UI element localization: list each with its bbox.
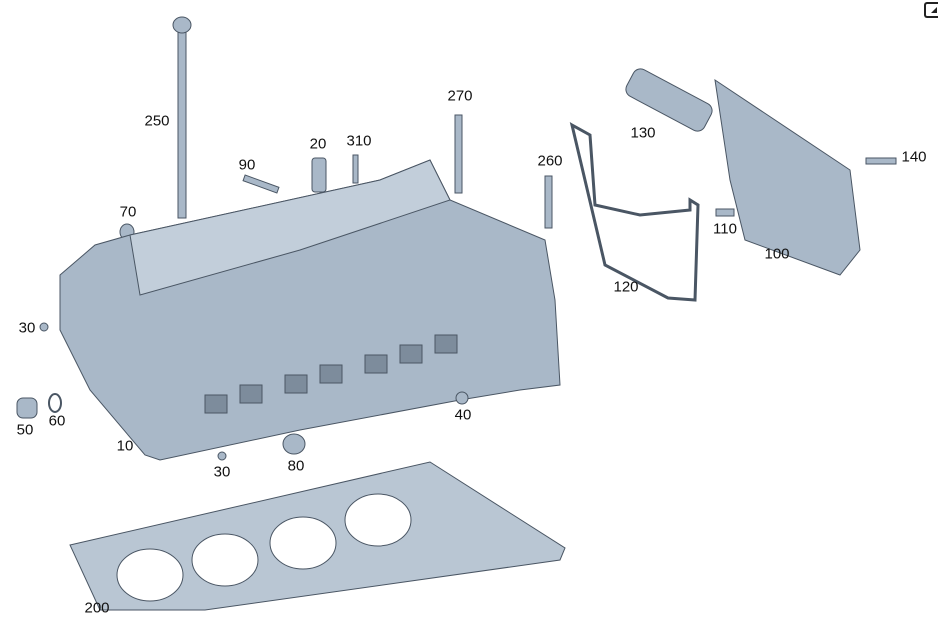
callout-140[interactable]: 140 [901,148,927,166]
callout-30a[interactable]: 30 [18,319,36,337]
part-310[interactable] [352,154,359,184]
callout-50[interactable]: 50 [16,421,34,439]
part-40[interactable] [455,391,469,405]
callout-250[interactable]: 250 [144,112,170,130]
part-140[interactable] [865,157,897,165]
part-120-gasket[interactable] [569,122,700,302]
callout-260[interactable]: 260 [537,152,563,170]
callout-70[interactable]: 70 [119,203,137,221]
expand-icon[interactable] [924,2,938,18]
part-80[interactable] [282,433,306,455]
part-20[interactable] [311,157,327,193]
part-60[interactable] [48,393,62,413]
part-260[interactable] [544,175,553,229]
callout-30b[interactable]: 30 [213,463,231,481]
part-270[interactable] [454,114,463,194]
callout-10[interactable]: 10 [116,437,134,455]
part-250-bolt[interactable] [177,29,187,219]
part-100-cover[interactable] [714,78,861,276]
callout-200[interactable]: 200 [84,599,110,617]
callout-110[interactable]: 110 [713,220,737,238]
callout-310[interactable]: 310 [346,132,372,150]
part-110[interactable] [715,208,735,217]
callout-20[interactable]: 20 [309,135,327,153]
part-130[interactable] [623,66,715,134]
callout-80[interactable]: 80 [287,457,305,475]
callout-100[interactable]: 100 [764,245,790,263]
callout-40[interactable]: 40 [454,406,472,424]
callout-60[interactable]: 60 [48,412,66,430]
callout-120[interactable]: 120 [613,278,639,296]
callout-90[interactable]: 90 [238,156,256,174]
part-90[interactable] [242,174,280,194]
part-50[interactable] [16,397,38,419]
part-30a[interactable] [39,322,49,332]
part-250-head[interactable] [172,16,192,34]
callout-130[interactable]: 130 [630,124,656,142]
part-30b[interactable] [217,451,227,461]
callout-270[interactable]: 270 [447,87,473,105]
